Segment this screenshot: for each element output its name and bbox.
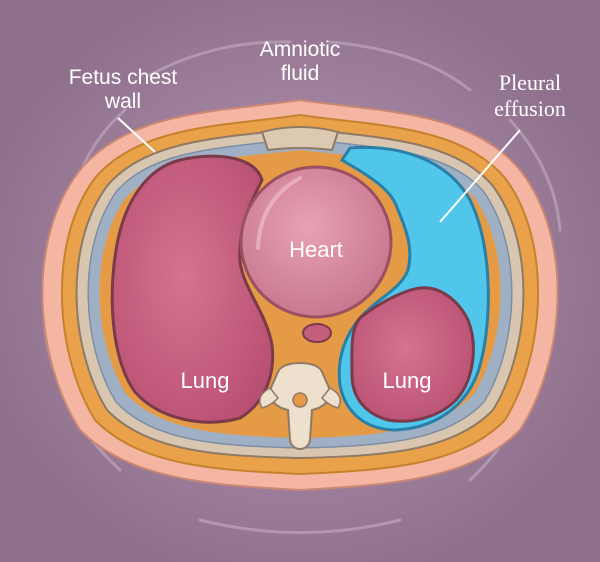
pleural-effusion-label: Pleural effusion	[470, 70, 590, 122]
pleural-effusion-label-line1: Pleural	[498, 70, 562, 95]
vertebra-shape	[259, 362, 341, 450]
effusion-leader	[439, 129, 521, 223]
left-lung-label: Lung	[180, 368, 230, 393]
heart-label: Heart	[289, 237, 343, 262]
right-lung	[350, 286, 475, 423]
amniotic-fluid-label-line2: fluid	[280, 62, 320, 85]
heart-highlight	[256, 176, 302, 250]
aorta-shape	[302, 323, 332, 343]
chest-wall-label-line1: Fetus chest	[68, 66, 178, 89]
amniotic-fluid-label-line1: Amniotic	[259, 38, 341, 61]
chest-wall-label: Fetus chest wall	[48, 66, 198, 114]
heart-shape	[239, 165, 393, 319]
left-lung	[110, 154, 275, 424]
chest-wall-label-line2: wall	[104, 90, 142, 113]
pleural-effusion-label-line2: effusion	[494, 96, 566, 121]
chest-wall-leader	[117, 117, 156, 153]
amniotic-fluid-label: Amniotic fluid	[240, 38, 360, 86]
sternum-shape	[260, 126, 340, 152]
right-lung-label: Lung	[382, 368, 432, 393]
